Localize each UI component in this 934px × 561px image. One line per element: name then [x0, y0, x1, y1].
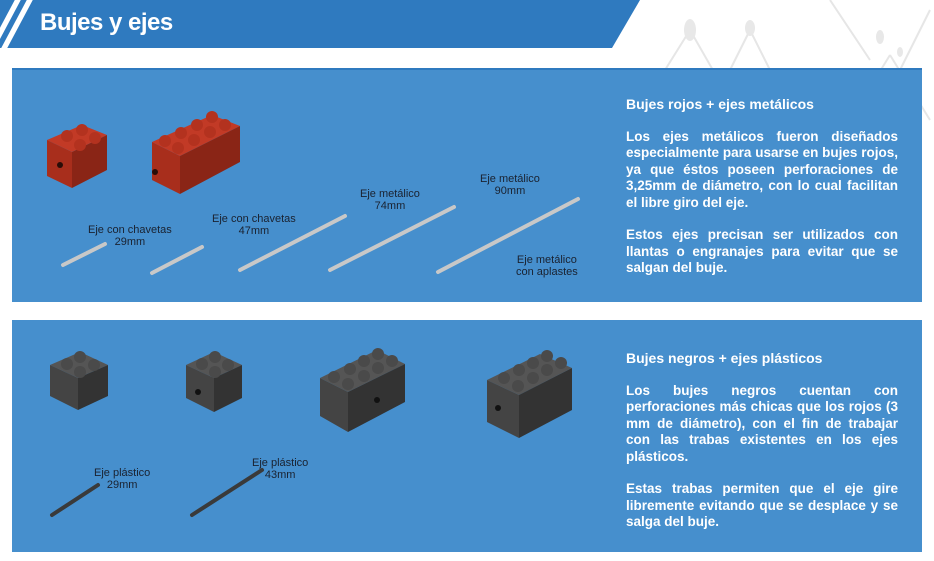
paragraph: Estas trabas permiten que el eje gire li… [626, 481, 898, 529]
page-title: Bujes y ejes [40, 9, 173, 36]
section-heading: Bujes negros + ejes plásticos [626, 350, 823, 366]
metal-axles [61, 197, 580, 275]
section-heading: Bujes rojos + ejes metálicos [626, 96, 814, 112]
paragraph: Los ejes metálicos fueron diseñados espe… [626, 128, 898, 210]
black-buje [50, 351, 108, 410]
red-buje-small [47, 124, 107, 188]
black-buje-large [320, 348, 405, 432]
section-text: Bujes negros + ejes plásticos Los bujes … [626, 350, 898, 547]
black-buje [186, 351, 242, 412]
red-buje-large [152, 111, 240, 194]
section-text: Bujes rojos + ejes metálicos Los ejes me… [626, 96, 898, 293]
red-bujes-illustration [47, 111, 580, 275]
plastic-axles [50, 468, 264, 517]
black-bujes-illustration [50, 348, 572, 517]
header-bar [0, 0, 640, 48]
black-buje-large [487, 350, 572, 438]
paragraph: Estos ejes precisan ser utilizados con l… [626, 227, 898, 275]
paragraph: Los bujes negros cuentan con perforacion… [626, 382, 898, 464]
